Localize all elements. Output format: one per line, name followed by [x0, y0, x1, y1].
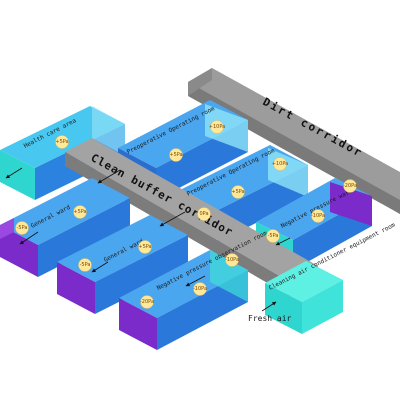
badge-ward-2-b: +5Pa [138, 240, 152, 254]
badge-operating-2: +10Pa [272, 157, 288, 171]
arrow-neg-obs [185, 275, 206, 287]
arrow-ward-2 [91, 261, 109, 273]
negative-pressure-ward-block [256, 178, 372, 270]
badge-neg-ward-a: -5Pa [266, 229, 280, 243]
svg-text:-20Pa: -20Pa [343, 183, 357, 189]
svg-text:+5Pa: +5Pa [138, 244, 151, 250]
arrow-fresh-air [261, 301, 277, 312]
badge-operating-1: +10Pa [209, 120, 225, 134]
general-ward-1-block [0, 178, 130, 277]
arrow-preop-2 [159, 211, 186, 227]
svg-text:+5Pa: +5Pa [231, 189, 244, 195]
badge-neg-obs-b: -10Pa [193, 282, 207, 296]
svg-text:+10Pa: +10Pa [272, 161, 288, 167]
badge-ward-2-a: -5Pa [78, 258, 92, 272]
svg-text:-5Pa: -5Pa [17, 225, 28, 231]
svg-text:-5Pa: -5Pa [268, 233, 279, 239]
fresh-air-label: Fresh air [248, 314, 292, 323]
svg-text:+10Pa: +10Pa [209, 124, 225, 130]
badge-ward-1-a: -5Pa [15, 221, 29, 235]
svg-text:-10Pa: -10Pa [193, 286, 207, 292]
badge-health-care: +5Pa [55, 135, 69, 149]
svg-text:+5Pa: +5Pa [169, 152, 182, 158]
arrow-preop-1 [97, 169, 121, 184]
badge-neg-ward-c: -20Pa [343, 179, 357, 193]
badge-ward-1-b: +5Pa [73, 205, 87, 219]
badge-neg-ward-b: -10Pa [311, 209, 325, 223]
airflow-arrows [5, 167, 291, 312]
svg-text:-10Pa: -10Pa [225, 257, 239, 263]
badge-neg-obs-a: -20Pa [140, 295, 154, 309]
cleaning-ac-room-block [265, 261, 343, 334]
badge-preop-1: +5Pa [169, 148, 183, 162]
svg-text:+5Pa: +5Pa [55, 139, 68, 145]
badge-neg-obs-c: -10Pa [225, 253, 239, 267]
arrow-neg-ward [275, 237, 291, 246]
arrow-ward-1 [19, 231, 39, 245]
badge-preop-2: +5Pa [231, 185, 245, 199]
badge-corridor-center: 0Pa [197, 207, 211, 221]
svg-text:-10Pa: -10Pa [311, 213, 325, 219]
arrow-health-care [5, 167, 23, 179]
svg-text:-5Pa: -5Pa [80, 262, 91, 268]
svg-text:+5Pa: +5Pa [73, 209, 86, 215]
svg-text:0Pa: 0Pa [199, 211, 208, 217]
svg-text:-20Pa: -20Pa [140, 299, 154, 305]
